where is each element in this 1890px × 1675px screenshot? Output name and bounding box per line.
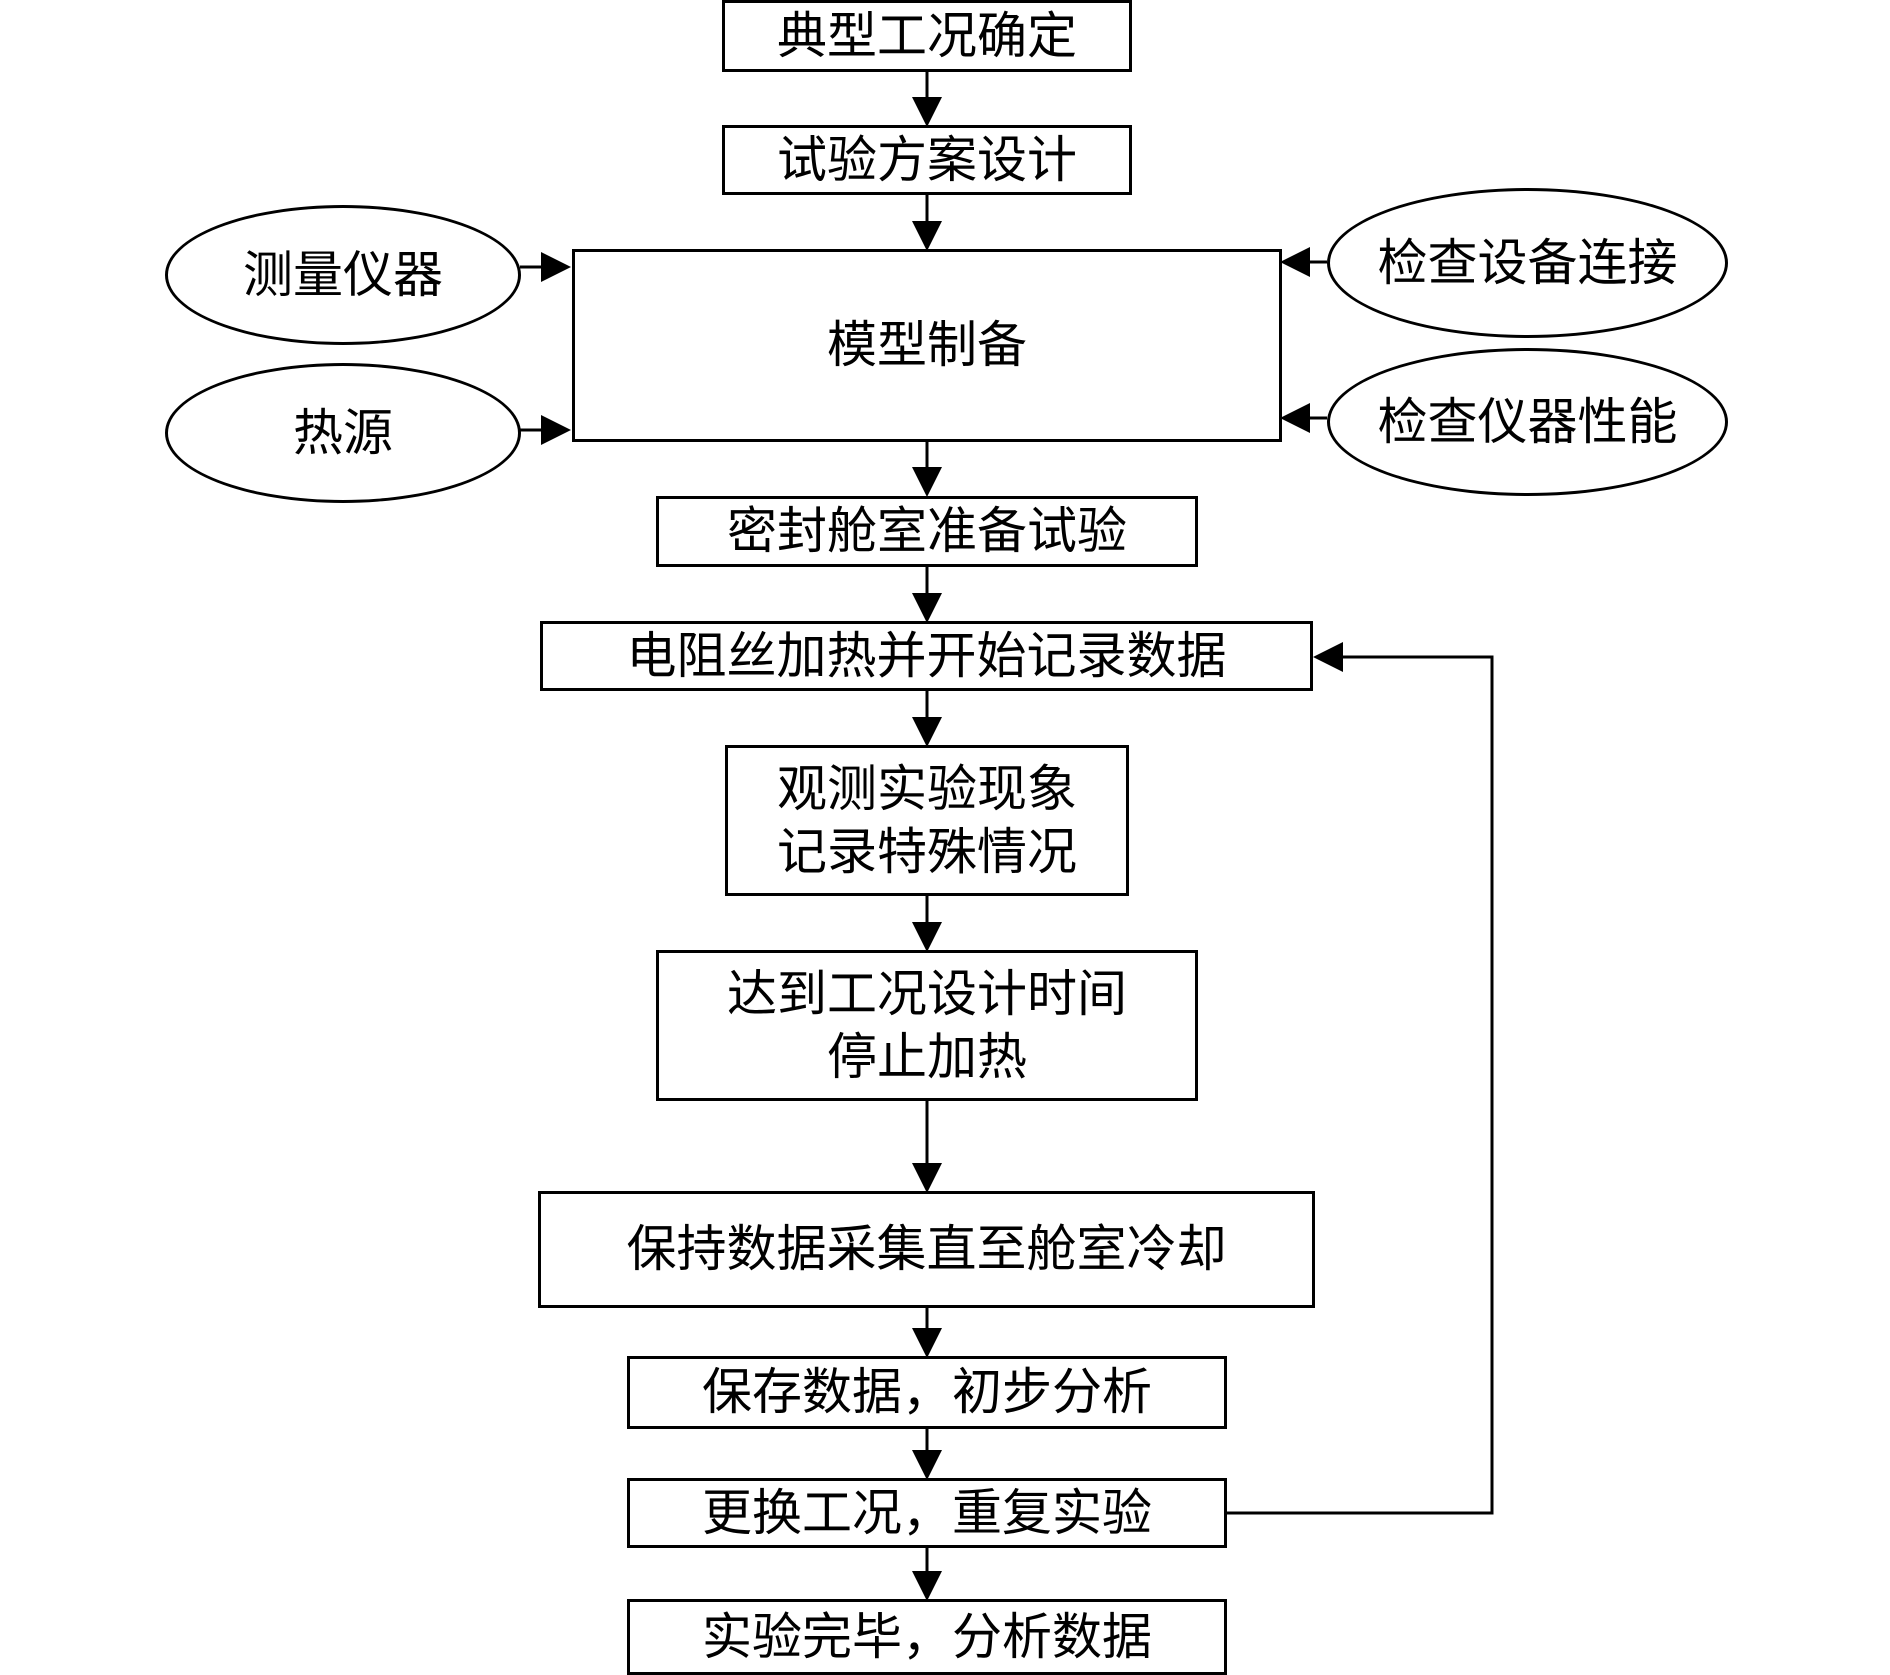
- step-observe-label-2: 记录特殊情况: [777, 822, 1077, 881]
- loop-back-connector: [1227, 642, 1494, 1515]
- step-keep-collecting-label: 保持数据采集直至舱室冷却: [626, 1220, 1227, 1279]
- step-seal-cabin-label: 密封舱室准备试验: [727, 502, 1127, 561]
- step-keep-collecting: 保持数据采集直至舱室冷却: [538, 1191, 1315, 1308]
- input-instruments-label: 测量仪器: [243, 245, 443, 304]
- step-model-prep-label: 模型制备: [827, 316, 1027, 375]
- step-change-condition: 更换工况，重复实验: [627, 1478, 1227, 1548]
- step-change-condition-label: 更换工况，重复实验: [702, 1483, 1152, 1542]
- step-save-data-label: 保存数据，初步分析: [702, 1363, 1152, 1422]
- input-check-performance: 检查仪器性能: [1327, 348, 1728, 496]
- step-finish-label: 实验完毕，分析数据: [702, 1607, 1152, 1666]
- input-heat-source: 热源: [165, 363, 521, 503]
- step-save-data: 保存数据，初步分析: [627, 1356, 1227, 1429]
- input-check-connection-label: 检查设备连接: [1377, 233, 1678, 292]
- step-stop-heating-label-2: 停止加热: [827, 1027, 1027, 1086]
- step-test-plan-label: 试验方案设计: [777, 130, 1077, 189]
- input-check-performance-label: 检查仪器性能: [1377, 392, 1678, 451]
- step-typical-condition-label: 典型工况确定: [777, 6, 1077, 65]
- input-heat-source-label: 热源: [293, 403, 393, 462]
- step-test-plan: 试验方案设计: [722, 125, 1132, 195]
- step-observe-label-1: 观测实验现象: [777, 760, 1077, 818]
- step-stop-heating: 达到工况设计时间 停止加热: [656, 950, 1198, 1101]
- step-seal-cabin: 密封舱室准备试验: [656, 496, 1198, 567]
- step-stop-heating-label-1: 达到工况设计时间: [727, 965, 1127, 1023]
- step-heating-start-label: 电阻丝加热并开始记录数据: [626, 626, 1227, 685]
- step-model-prep: 模型制备: [572, 249, 1282, 442]
- step-typical-condition: 典型工况确定: [722, 0, 1132, 72]
- step-heating-start: 电阻丝加热并开始记录数据: [540, 621, 1313, 691]
- input-instruments: 测量仪器: [165, 205, 521, 345]
- input-check-connection: 检查设备连接: [1327, 188, 1728, 338]
- step-observe: 观测实验现象 记录特殊情况: [725, 745, 1129, 896]
- step-finish: 实验完毕，分析数据: [627, 1599, 1227, 1675]
